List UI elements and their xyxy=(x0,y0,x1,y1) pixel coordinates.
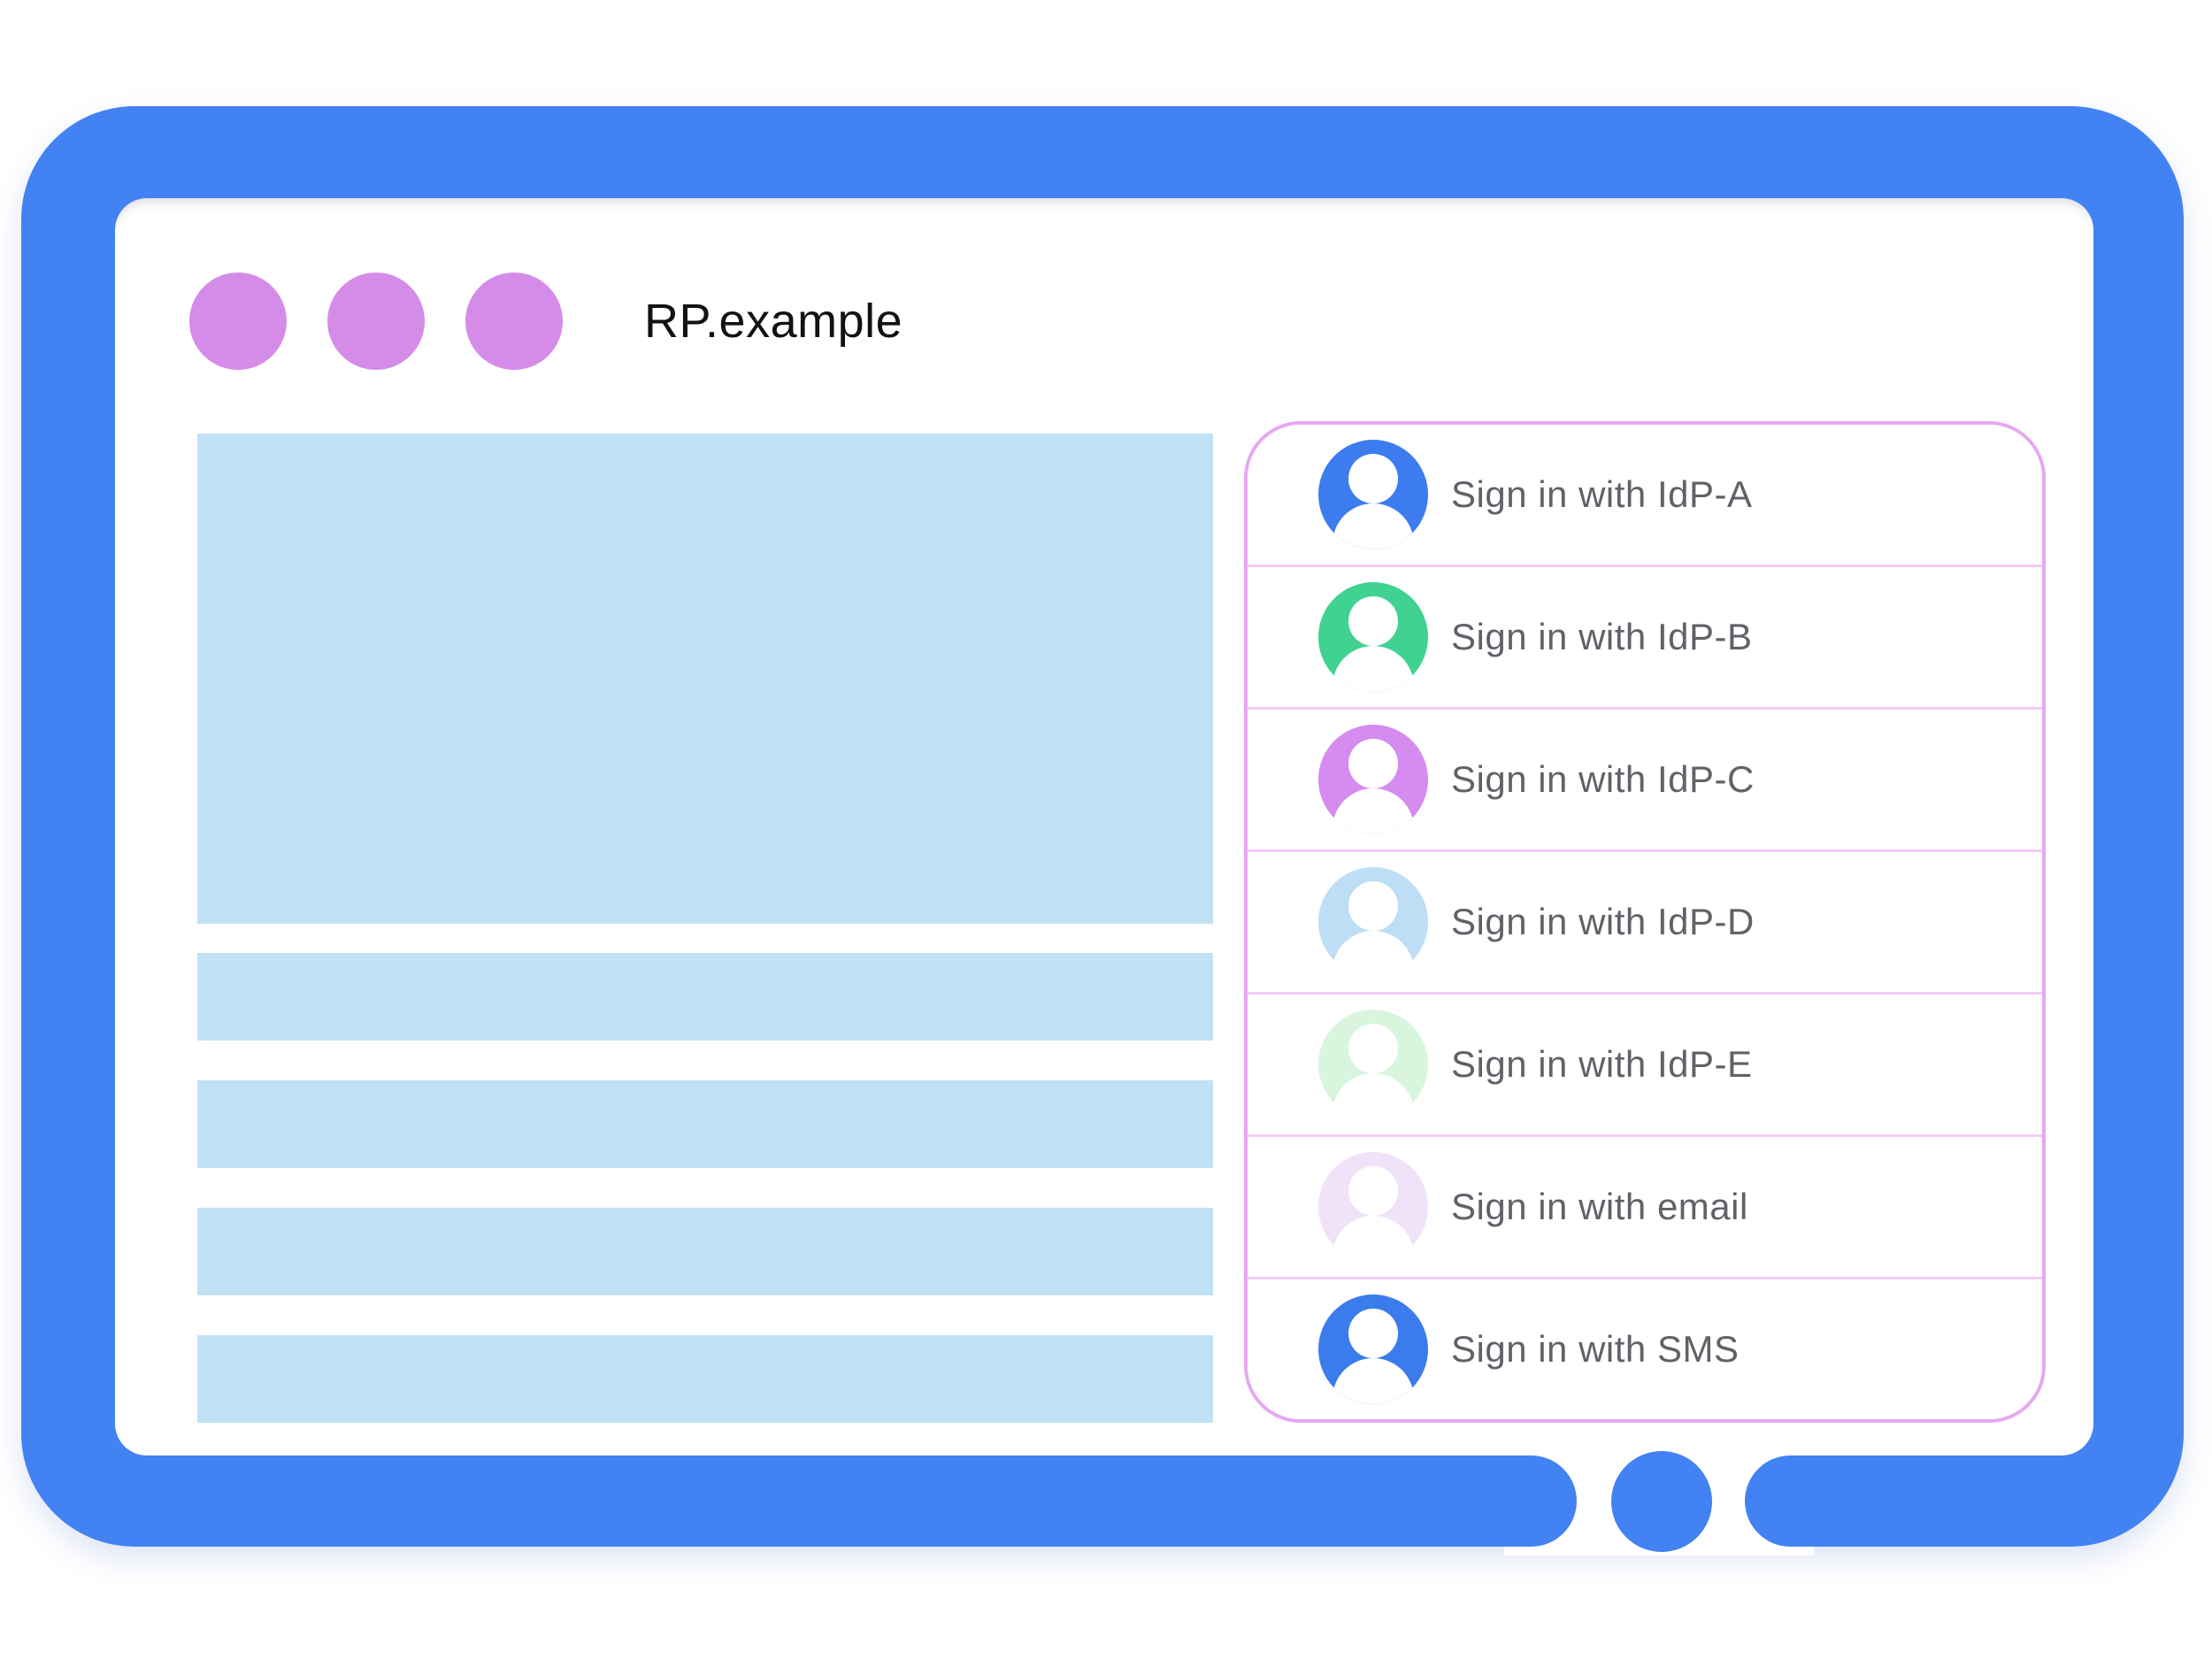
signin-option[interactable]: Sign in with IdP-C xyxy=(1248,707,2042,849)
signin-option-label: Sign in with SMS xyxy=(1451,1328,1740,1370)
content-placeholder-bar xyxy=(197,1080,1213,1168)
home-button[interactable] xyxy=(1611,1451,1712,1552)
person-icon xyxy=(1318,725,1428,834)
content-placeholder-bar xyxy=(197,1335,1213,1423)
signin-option[interactable]: Sign in with IdP-B xyxy=(1248,565,2042,707)
signin-option[interactable]: Sign in with IdP-E xyxy=(1248,992,2042,1134)
window-controls xyxy=(189,273,603,370)
signin-option-label: Sign in with email xyxy=(1451,1186,1748,1227)
signin-options-panel: Sign in with IdP-A Sign in with IdP-B Si… xyxy=(1244,421,2046,1423)
signin-option[interactable]: Sign in with SMS xyxy=(1248,1277,2042,1419)
signin-option[interactable]: Sign in with IdP-D xyxy=(1248,849,2042,992)
page-title: RP.example xyxy=(644,295,903,348)
window-control-dot[interactable] xyxy=(327,273,425,370)
signin-option-label: Sign in with IdP-A xyxy=(1451,473,1753,515)
content-placeholder-bar xyxy=(197,953,1213,1041)
person-icon xyxy=(1318,1152,1428,1262)
signin-option[interactable]: Sign in with email xyxy=(1248,1134,2042,1277)
person-icon xyxy=(1318,867,1428,977)
signin-option-label: Sign in with IdP-B xyxy=(1451,616,1753,657)
person-icon xyxy=(1318,1294,1428,1404)
signin-option-label: Sign in with IdP-E xyxy=(1451,1043,1753,1085)
bezel-end-left xyxy=(1380,1455,1577,1547)
content-placeholder-hero xyxy=(197,434,1213,924)
signin-option-label: Sign in with IdP-C xyxy=(1451,758,1755,800)
window-control-dot[interactable] xyxy=(465,273,563,370)
window-control-dot[interactable] xyxy=(189,273,287,370)
signin-option[interactable]: Sign in with IdP-A xyxy=(1248,425,2042,565)
person-icon xyxy=(1318,440,1428,549)
content-placeholder-bar xyxy=(197,1208,1213,1295)
signin-option-label: Sign in with IdP-D xyxy=(1451,901,1755,942)
bezel-end-right xyxy=(1745,1455,1913,1547)
person-icon xyxy=(1318,582,1428,692)
person-icon xyxy=(1318,1010,1428,1119)
